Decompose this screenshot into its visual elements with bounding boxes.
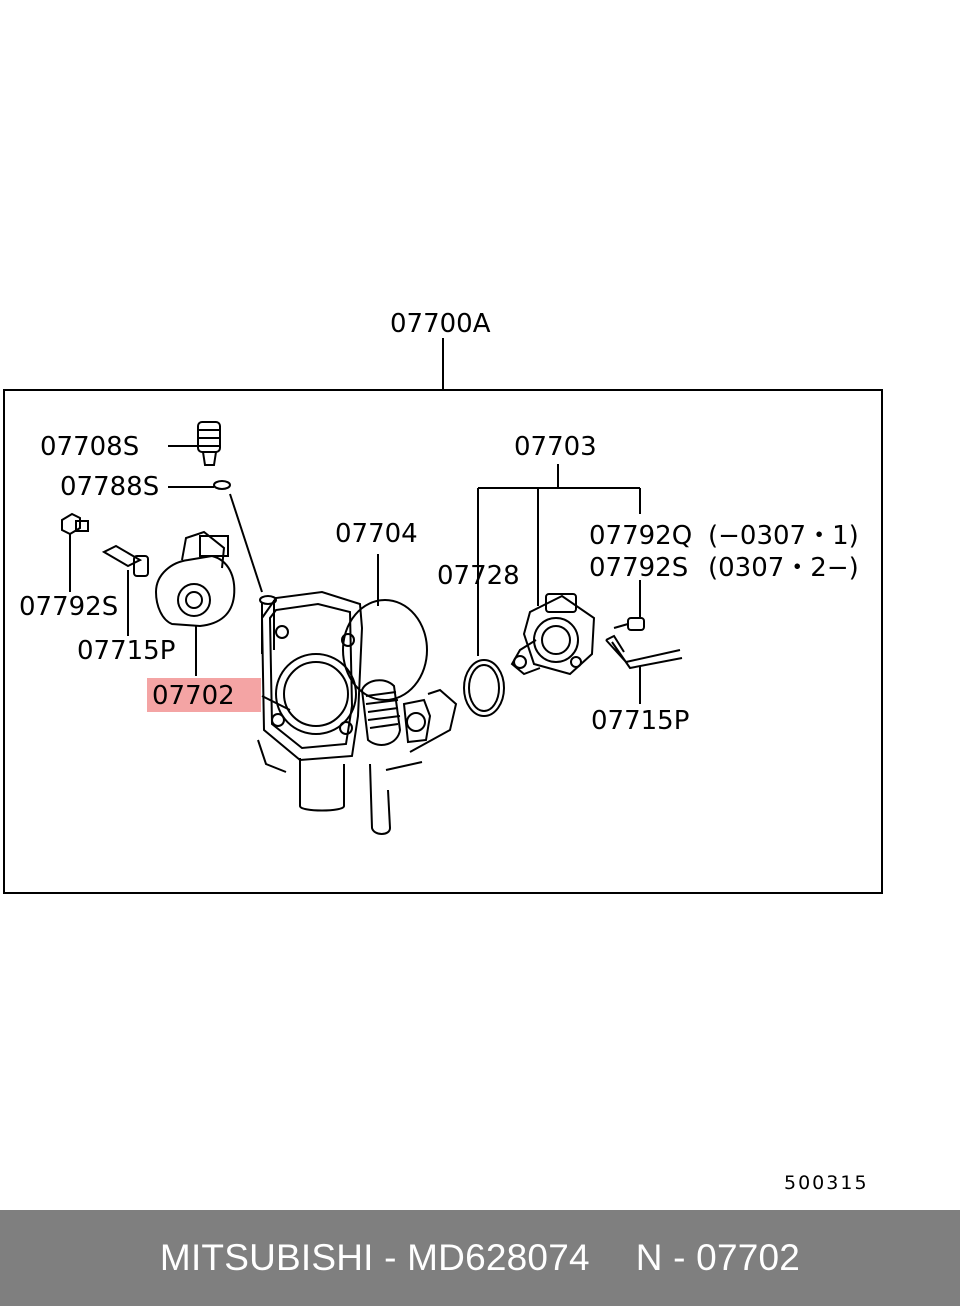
label-07792S-left: 07792S — [19, 592, 119, 622]
label-07703: 07703 — [514, 432, 597, 462]
label-07792Q-note: (−0307・1) — [708, 521, 859, 551]
label-07792Q: 07792Q — [589, 521, 693, 551]
footer-separator-2: - — [662, 1237, 697, 1278]
o-ring-07728-drawing — [463, 659, 505, 717]
drawing-code: 500315 — [784, 1172, 869, 1194]
screw-07708S-drawing — [168, 421, 221, 466]
footer-part-number: MD628074 — [407, 1237, 590, 1278]
label-07702: 07702 — [152, 681, 235, 711]
label-07728: 07728 — [437, 561, 520, 591]
label-07708S: 07708S — [40, 432, 140, 462]
label-07704: 07704 — [335, 519, 418, 549]
label-assembly: 07700A — [390, 309, 491, 339]
footer-brand: MITSUBISHI — [159, 1237, 374, 1278]
clamp-07715P-left-drawing — [101, 544, 149, 636]
footer-separator-1: - — [373, 1237, 408, 1278]
label-07788S: 07788S — [60, 472, 160, 502]
throttle-body-drawing — [257, 554, 458, 835]
label-07715P-left: 07715P — [77, 636, 176, 666]
footer-position-code: 07702 — [696, 1237, 801, 1278]
part-info-footer: MITSUBISHI - MD628074 N - 07702 — [0, 1210, 960, 1306]
screw-07792-right-drawing — [613, 580, 645, 631]
label-07792S-right: 07792S — [589, 553, 689, 583]
washer-07788S-drawing — [168, 480, 263, 593]
footer-position: N — [635, 1237, 663, 1278]
selected-part-highlight — [147, 678, 261, 712]
label-07715P-right: 07715P — [591, 706, 690, 736]
parts-diagram — [3, 338, 883, 894]
clamp-07715P-right-drawing — [605, 634, 683, 704]
label-07792S-right-note: (0307・2−) — [708, 553, 859, 583]
leader-07703 — [477, 464, 641, 656]
bolt-07792S-left-drawing — [61, 512, 89, 592]
idle-control-actuator-drawing — [510, 593, 596, 676]
throttle-position-sensor-drawing — [154, 530, 236, 676]
